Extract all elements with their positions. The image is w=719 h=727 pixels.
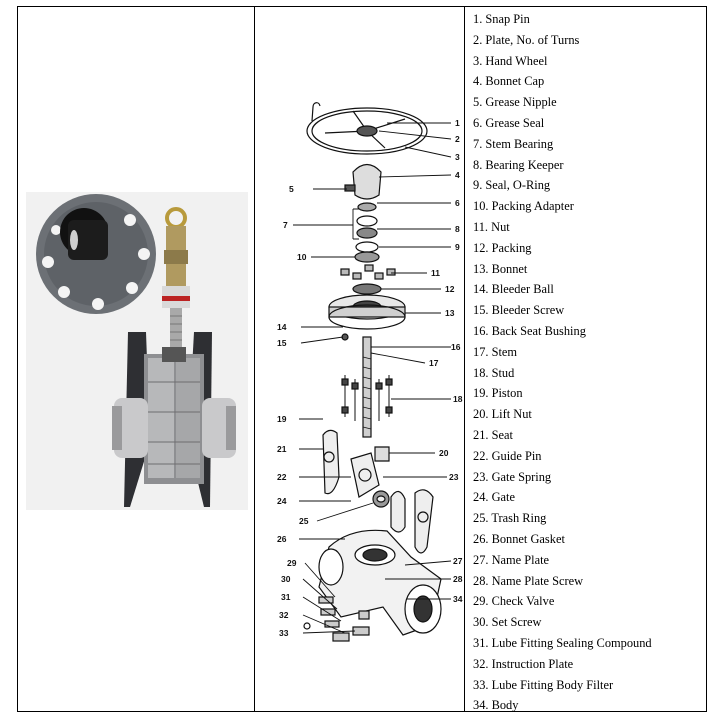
part-item: 28. Name Plate Screw (473, 573, 584, 588)
part-item: 32. Instruction Plate (473, 656, 574, 671)
part-item: 13. Bonnet (473, 261, 528, 276)
part-item: 14. Bleeder Ball (473, 282, 554, 297)
part-item: 33. Lube Fitting Body Filter (473, 677, 614, 692)
part-item: 7. Stem Bearing (473, 136, 554, 151)
callout-15: 15 (277, 338, 287, 348)
callout-30: 30 (281, 574, 291, 584)
callout-24: 24 (277, 496, 287, 506)
part-item: 23. Gate Spring (473, 469, 552, 484)
part-item: 12. Packing (473, 240, 532, 255)
part-item: 1. Snap Pin (473, 12, 530, 26)
photo-cell (18, 7, 254, 711)
column-divider (254, 7, 255, 711)
callout-27: 27 (453, 556, 463, 566)
part-item: 27. Name Plate (473, 552, 550, 567)
callout-22: 22 (277, 472, 287, 482)
callout-28: 28 (453, 574, 463, 584)
part-item: 6. Grease Seal (473, 116, 545, 130)
callout-17: 17 (429, 358, 439, 368)
part-item: 11. Nut (473, 220, 510, 234)
callout-34: 34 (453, 594, 463, 604)
parts-list: 1. Snap Pin 2. Plate, No. of Turns 3. Ha… (465, 7, 706, 713)
callout-numbers: 1 2 3 4 5 6 7 8 9 10 11 12 13 14 15 16 1… (277, 118, 463, 638)
callout-23: 23 (449, 472, 459, 482)
callout-2: 2 (455, 134, 460, 144)
callout-12: 12 (445, 284, 455, 294)
part-item: 34. Body (473, 698, 519, 713)
callout-4: 4 (455, 170, 460, 180)
valve-photo (26, 192, 248, 510)
callout-10: 10 (297, 252, 307, 262)
exploded-diagram: 1 2 3 4 5 6 7 8 9 10 11 12 13 14 15 16 1… (277, 102, 463, 642)
part-item: 18. Stud (473, 365, 515, 380)
callout-7: 7 (283, 220, 288, 230)
part-item: 15. Bleeder Screw (473, 303, 565, 318)
callout-25: 25 (299, 516, 309, 526)
part-item: 21. Seat (473, 428, 513, 442)
part-item: 31. Lube Fitting Sealing Compound (473, 636, 652, 650)
callout-18: 18 (453, 394, 463, 404)
part-item: 22. Guide Pin (473, 448, 542, 463)
callout-1: 1 (455, 118, 460, 128)
callout-19: 19 (277, 414, 287, 424)
callout-33: 33 (279, 628, 289, 638)
part-item: 9. Seal, O-Ring (473, 178, 551, 193)
exploded-diagram-cell: 1 2 3 4 5 6 7 8 9 10 11 12 13 14 15 16 1… (255, 7, 464, 711)
part-item: 26. Bonnet Gasket (473, 532, 565, 546)
part-item: 19. Piston (473, 386, 523, 401)
callout-29: 29 (287, 558, 297, 568)
callout-3: 3 (455, 152, 460, 162)
callout-5: 5 (289, 184, 294, 194)
part-item: 2. Plate, No. of Turns (473, 32, 580, 47)
part-item: 29. Check Valve (473, 594, 555, 609)
callout-16: 16 (451, 342, 461, 352)
callout-9: 9 (455, 242, 460, 252)
callout-20: 20 (439, 448, 449, 458)
callout-11: 11 (431, 268, 440, 278)
part-item: 10. Packing Adapter (473, 199, 574, 214)
callout-21: 21 (277, 444, 287, 454)
part-item: 20. Lift Nut (473, 407, 532, 422)
part-item: 5. Grease Nipple (473, 95, 557, 110)
callout-26: 26 (277, 534, 287, 544)
callout-6: 6 (455, 198, 460, 208)
part-item: 24. Gate (473, 490, 515, 505)
callout-13: 13 (445, 308, 455, 318)
part-item: 25. Trash Ring (473, 511, 547, 526)
part-item: 3. Hand Wheel (473, 53, 548, 68)
part-item: 16. Back Seat Bushing (473, 324, 586, 338)
parts-table: 1 2 3 4 5 6 7 8 9 10 11 12 13 14 15 16 1… (17, 6, 707, 712)
callout-31: 31 (281, 592, 291, 602)
part-item: 8. Bearing Keeper (473, 157, 564, 172)
part-item: 17. Stem (473, 344, 518, 359)
part-item: 4. Bonnet Cap (473, 74, 545, 89)
callout-8: 8 (455, 224, 460, 234)
column-divider (464, 7, 465, 711)
part-item: 30. Set Screw (473, 615, 542, 630)
callout-32: 32 (279, 610, 289, 620)
callout-14: 14 (277, 322, 287, 332)
